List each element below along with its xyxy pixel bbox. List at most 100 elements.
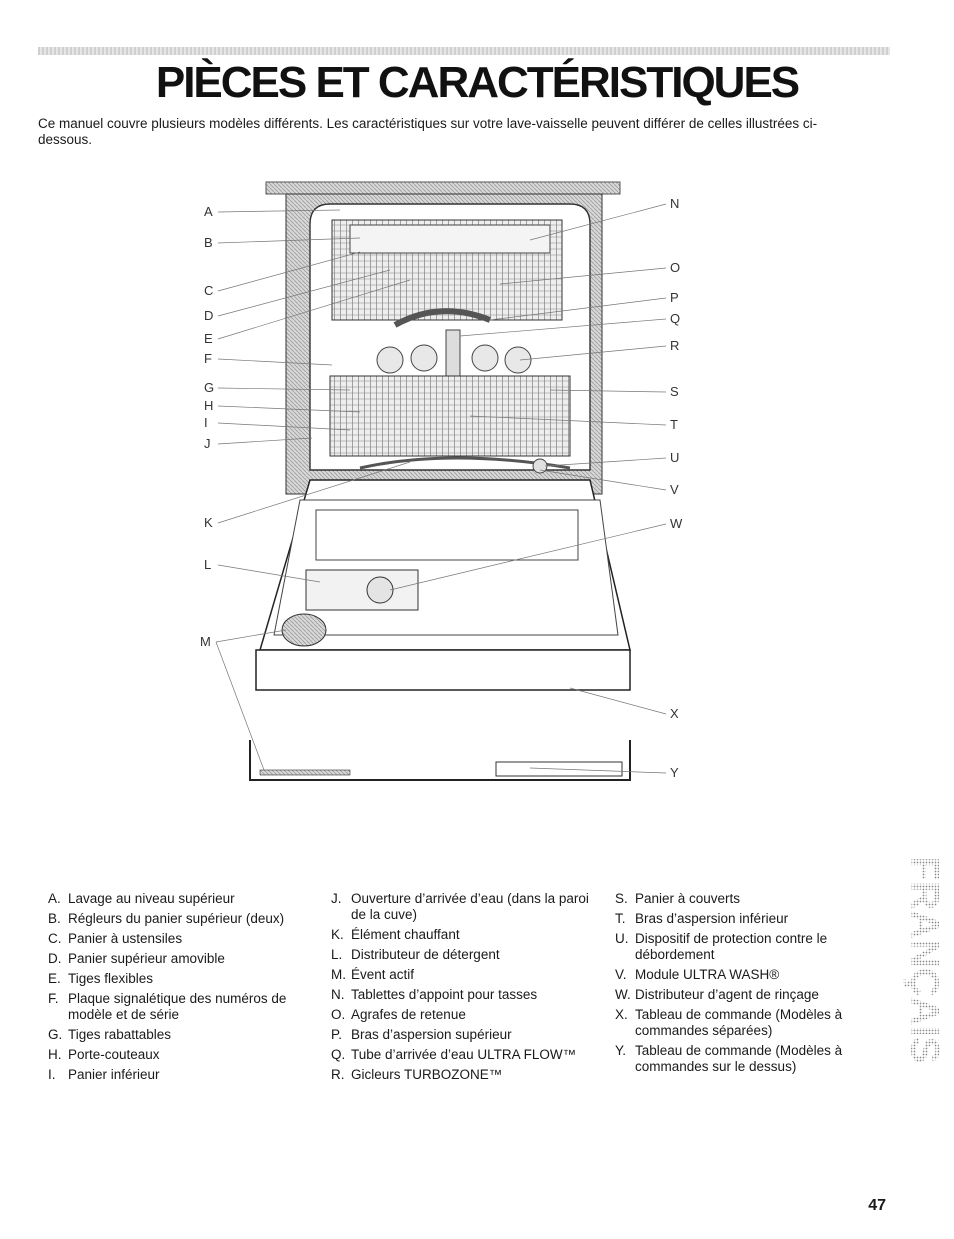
callout-label: V xyxy=(670,482,679,497)
legend-item: W.Distributeur d’agent de rinçage xyxy=(615,987,875,1003)
legend-letter: R. xyxy=(331,1067,345,1082)
legend-item: Q. Tube d’arrivée d’eau ULTRA FLOW™ xyxy=(331,1047,601,1063)
legend-text: Tableau de commande (Modèles à commandes… xyxy=(635,1043,843,1074)
legend-text: Distributeur d’agent de rinçage xyxy=(635,987,819,1002)
language-side-tab-graphic: FRANÇAIS xyxy=(902,857,946,1064)
legend-text: Bras d’aspersion inférieur xyxy=(635,911,789,926)
legend-text: Ouverture d’arrivée d’eau (dans la paroi… xyxy=(351,891,589,922)
legend-item: R.Gicleurs TURBOZONE™ xyxy=(331,1067,601,1083)
legend-text: Panier inférieur xyxy=(68,1067,160,1082)
legend-item: O. Agrafes de retenue xyxy=(331,1007,601,1023)
callout-label: L xyxy=(204,557,211,572)
callout-label: C xyxy=(204,283,213,298)
legend-item: Y. Tableau de commande (Modèles à command… xyxy=(615,1043,875,1075)
callout-label: S xyxy=(670,384,679,399)
legend-text: Évent actif xyxy=(351,967,415,982)
legend-letter: K. xyxy=(331,927,344,942)
legend-item: G.Tiges rabattables xyxy=(48,1027,318,1043)
legend-letter: N. xyxy=(331,987,345,1002)
callout-label: B xyxy=(204,235,213,250)
legend-item: X. Tableau de commande (Modèles à command… xyxy=(615,1007,875,1039)
legend-text: Élément chauffant xyxy=(351,927,460,942)
legend-text: Module ULTRA WASH® xyxy=(635,967,780,982)
legend-letter: X. xyxy=(615,1007,628,1022)
legend-letter: T. xyxy=(615,911,626,926)
legend-item: I. Panier inférieur xyxy=(48,1067,318,1083)
legend-letter: U. xyxy=(615,931,629,946)
legend-text: Tablettes d’appoint pour tasses xyxy=(351,987,538,1002)
callout-label: N xyxy=(670,196,679,211)
legend-text: Tiges flexibles xyxy=(68,971,154,986)
legend-letter: I. xyxy=(48,1067,56,1082)
legend-item: L.Distributeur de détergent xyxy=(331,947,601,963)
language-side-tab: FRANÇAIS xyxy=(898,855,946,1065)
legend-item: N. Tablettes d’appoint pour tasses xyxy=(331,987,601,1003)
page-number: 47 xyxy=(868,1197,886,1214)
legend-column-2: J. Ouverture d’arrivée d’eau (dans la par… xyxy=(331,891,601,1087)
legend-item: H. Porte-couteaux xyxy=(48,1047,318,1063)
legend-text: Panier à ustensiles xyxy=(68,931,183,946)
callout-label: X xyxy=(670,706,679,721)
legend-letter: C. xyxy=(48,931,62,946)
callout-label: Y xyxy=(670,765,679,780)
callout-label: O xyxy=(670,260,680,275)
legend-item: F. Plaque signalétique des numéros de mod… xyxy=(48,991,318,1023)
legend-letter: F. xyxy=(48,991,59,1006)
callouts-right: N O P Q R S T U V W X Y xyxy=(670,196,683,780)
legend-item: K. Élément chauffant xyxy=(331,927,601,943)
language-label: FRANÇAIS xyxy=(902,857,946,1064)
legend-item: J. Ouverture d’arrivée d’eau (dans la par… xyxy=(331,891,601,923)
legend-text: Régleurs du panier supérieur (deux) xyxy=(68,911,285,926)
legend-item: B.Régleurs du panier supérieur (deux) xyxy=(48,911,318,927)
callout-label: A xyxy=(204,204,213,219)
legend-letter: P. xyxy=(331,1027,343,1042)
legend-letter: D. xyxy=(48,951,62,966)
legend-text: Tableau de commande (Modèles à commandes… xyxy=(635,1007,843,1038)
intro-paragraph: Ce manuel couvre plusieurs modèles diffé… xyxy=(38,116,818,147)
callout-label: K xyxy=(204,515,213,530)
legend-letter: S. xyxy=(615,891,628,906)
legend-text: Porte-couteaux xyxy=(68,1047,160,1062)
legend-column-3: S.Panier à couverts T. Bras d’aspersion i… xyxy=(615,891,875,1079)
legend-text: Tube d’arrivée d’eau ULTRA FLOW™ xyxy=(351,1047,577,1062)
callout-label: E xyxy=(204,331,213,346)
legend-text: Panier supérieur amovible xyxy=(68,951,225,966)
dishwasher-diagram: A B C D E F G H I J K L M xyxy=(190,180,700,800)
legend-item: M. Évent actif xyxy=(331,967,601,983)
legend-item: E. Tiges flexibles xyxy=(48,971,318,987)
legend-letter: Q. xyxy=(331,1047,346,1062)
legend-text: Lavage au niveau supérieur xyxy=(68,891,235,906)
callout-label: H xyxy=(204,398,213,413)
legend-letter: J. xyxy=(331,891,342,906)
header-rule xyxy=(38,47,890,55)
callout-label: Q xyxy=(670,311,680,326)
legend-letter: L. xyxy=(331,947,343,962)
callout-label: F xyxy=(204,351,212,366)
legend-item: T. Bras d’aspersion inférieur xyxy=(615,911,875,927)
legend-text: Bras d’aspersion supérieur xyxy=(351,1027,512,1042)
callout-label: R xyxy=(670,338,679,353)
callout-label: J xyxy=(204,436,211,451)
dishwasher-illustration: A B C D E F G H I J K L M xyxy=(200,181,683,781)
legend-item: S.Panier à couverts xyxy=(615,891,875,907)
callout-label: I xyxy=(204,415,208,430)
legend-item: D. Panier supérieur amovible xyxy=(48,951,318,967)
legend-text: Agrafes de retenue xyxy=(351,1007,466,1022)
callout-label: G xyxy=(204,380,214,395)
callout-label: T xyxy=(670,417,678,432)
legend-letter: E. xyxy=(48,971,61,986)
callout-label: D xyxy=(204,308,213,323)
legend-letter: M. xyxy=(331,967,346,982)
callout-label: W xyxy=(670,516,683,531)
legend-text: Plaque signalétique des numéros de modèl… xyxy=(68,991,287,1022)
legend-item: P. Bras d’aspersion supérieur xyxy=(331,1027,601,1043)
legend-column-1: A.Lavage au niveau supérieur B.Régleurs … xyxy=(48,891,318,1087)
callout-label: U xyxy=(670,450,679,465)
callout-label: P xyxy=(670,290,679,305)
legend-item: A.Lavage au niveau supérieur xyxy=(48,891,318,907)
legend-letter: O. xyxy=(331,1007,346,1022)
legend-letter: G. xyxy=(48,1027,63,1042)
legend-letter: H. xyxy=(48,1047,62,1062)
legend-item: U.Dispositif de protection contre le déb… xyxy=(615,931,875,963)
legend-letter: Y. xyxy=(615,1043,627,1058)
